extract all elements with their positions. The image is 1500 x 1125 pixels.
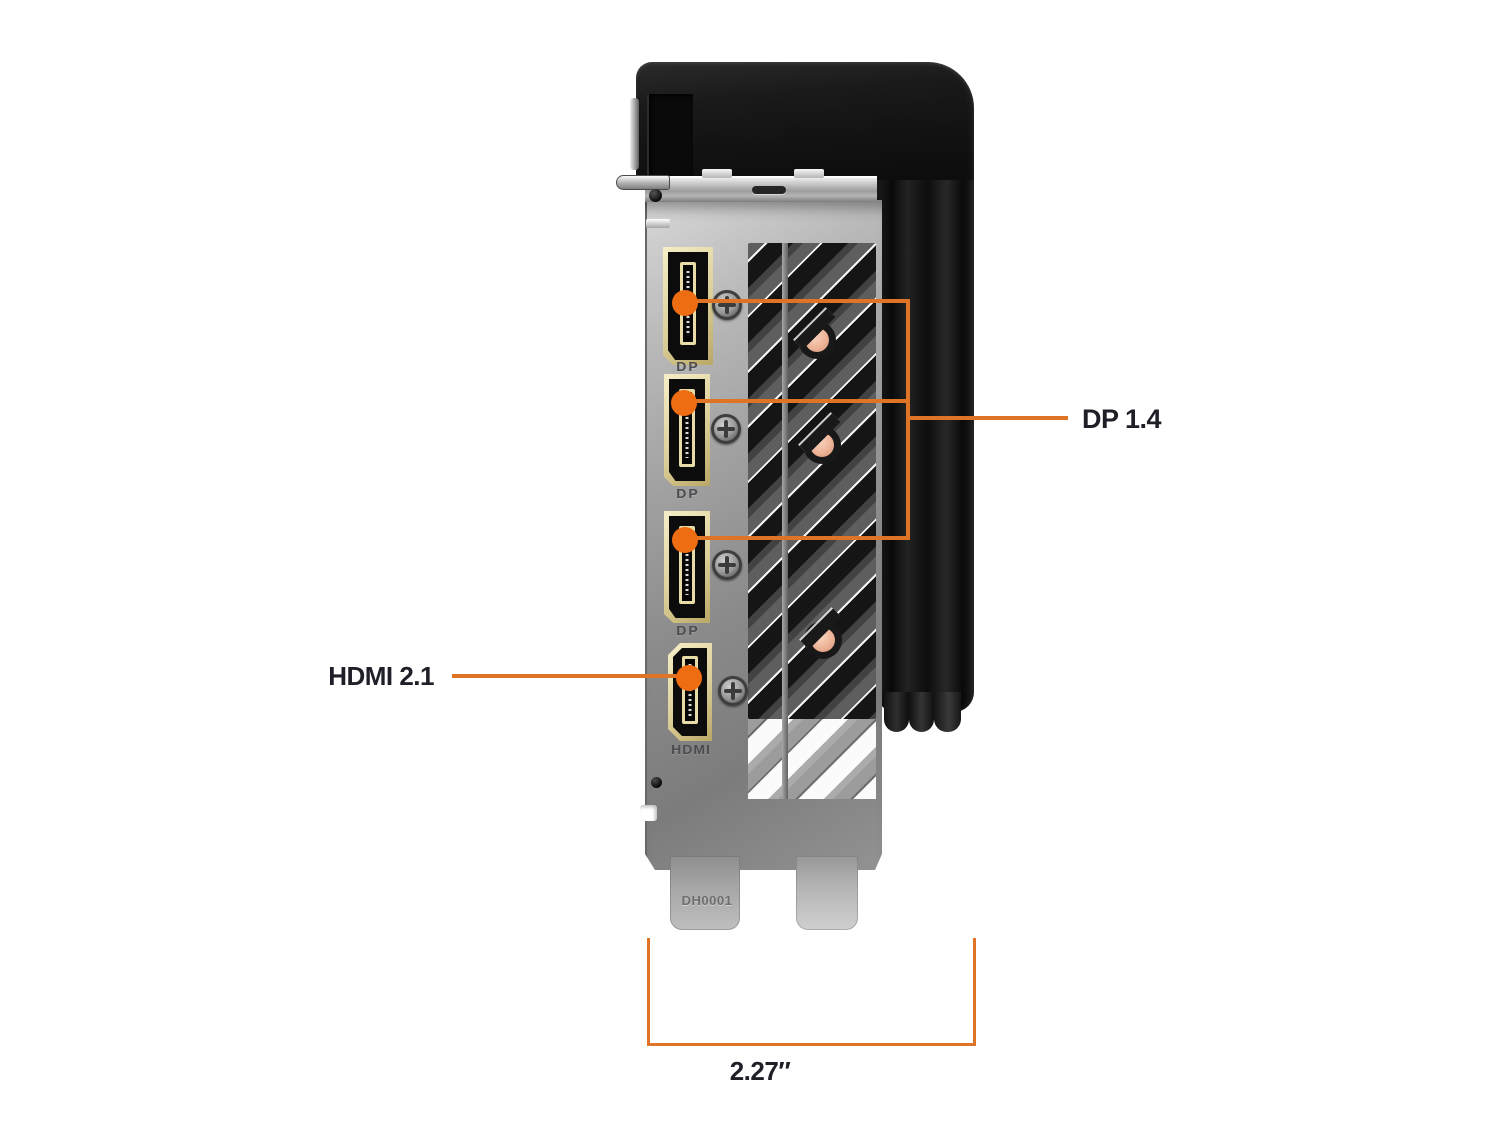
flange-tab [794,169,824,178]
flange-slot [752,186,786,194]
cooler-fin-bump [884,692,909,732]
leader-line-dp-label [906,416,1068,420]
bracket-foot-left [670,856,740,930]
cooler-fin-bump [934,692,961,732]
dimension-tick-left [647,938,650,1046]
port-pins [685,534,689,596]
bracket-screw [712,550,742,580]
dimension-line [647,1043,976,1046]
flange-tab [702,169,732,178]
leader-line-dp2 [684,399,910,403]
port-pins [685,397,689,459]
port-engraving-dp-1: DP [676,358,700,374]
bracket-screw [718,676,748,706]
dimension-tick-right [973,938,976,1046]
port-engraving-dp-3: DP [676,622,700,638]
bracket-foot-right [796,856,858,930]
vent-grille-lower [748,719,876,799]
vent-rib [782,243,788,799]
leader-line-dp3 [685,536,910,540]
serial-engraving: DH0001 [681,893,733,908]
annotation-dot-hdmi [676,665,702,691]
bracket-screw [712,290,742,320]
annotation-dot-dp2 [671,390,697,416]
dp-group-label: DP 1.4 [1082,404,1162,434]
leader-line-hdmi [452,674,689,678]
bracket-screw [711,414,741,444]
port-engraving-hdmi: HDMI [671,741,711,757]
flange-screw [649,189,662,202]
shroud-inset-panel [647,94,693,178]
cooler-fin-bump [909,692,934,732]
bracket-rivet [651,777,662,788]
port-engraving-dp-2: DP [676,485,700,501]
bracket-notch [640,805,657,821]
dimension-label: 2.27″ [729,1056,791,1086]
hdmi-label: HDMI 2.1 [328,661,434,691]
annotation-dot-dp1 [672,290,698,316]
cooler-body [876,118,974,712]
heatpipe [800,608,842,659]
leader-line-dp1 [685,299,910,303]
bracket-hook [646,219,670,228]
hdmi-port [668,643,712,741]
bracket-mounting-tab [616,175,670,190]
annotation-dot-dp3 [672,527,698,553]
bracket-edge-sliver [630,98,639,170]
heatpipe [799,413,841,464]
heatpipe [794,308,836,359]
